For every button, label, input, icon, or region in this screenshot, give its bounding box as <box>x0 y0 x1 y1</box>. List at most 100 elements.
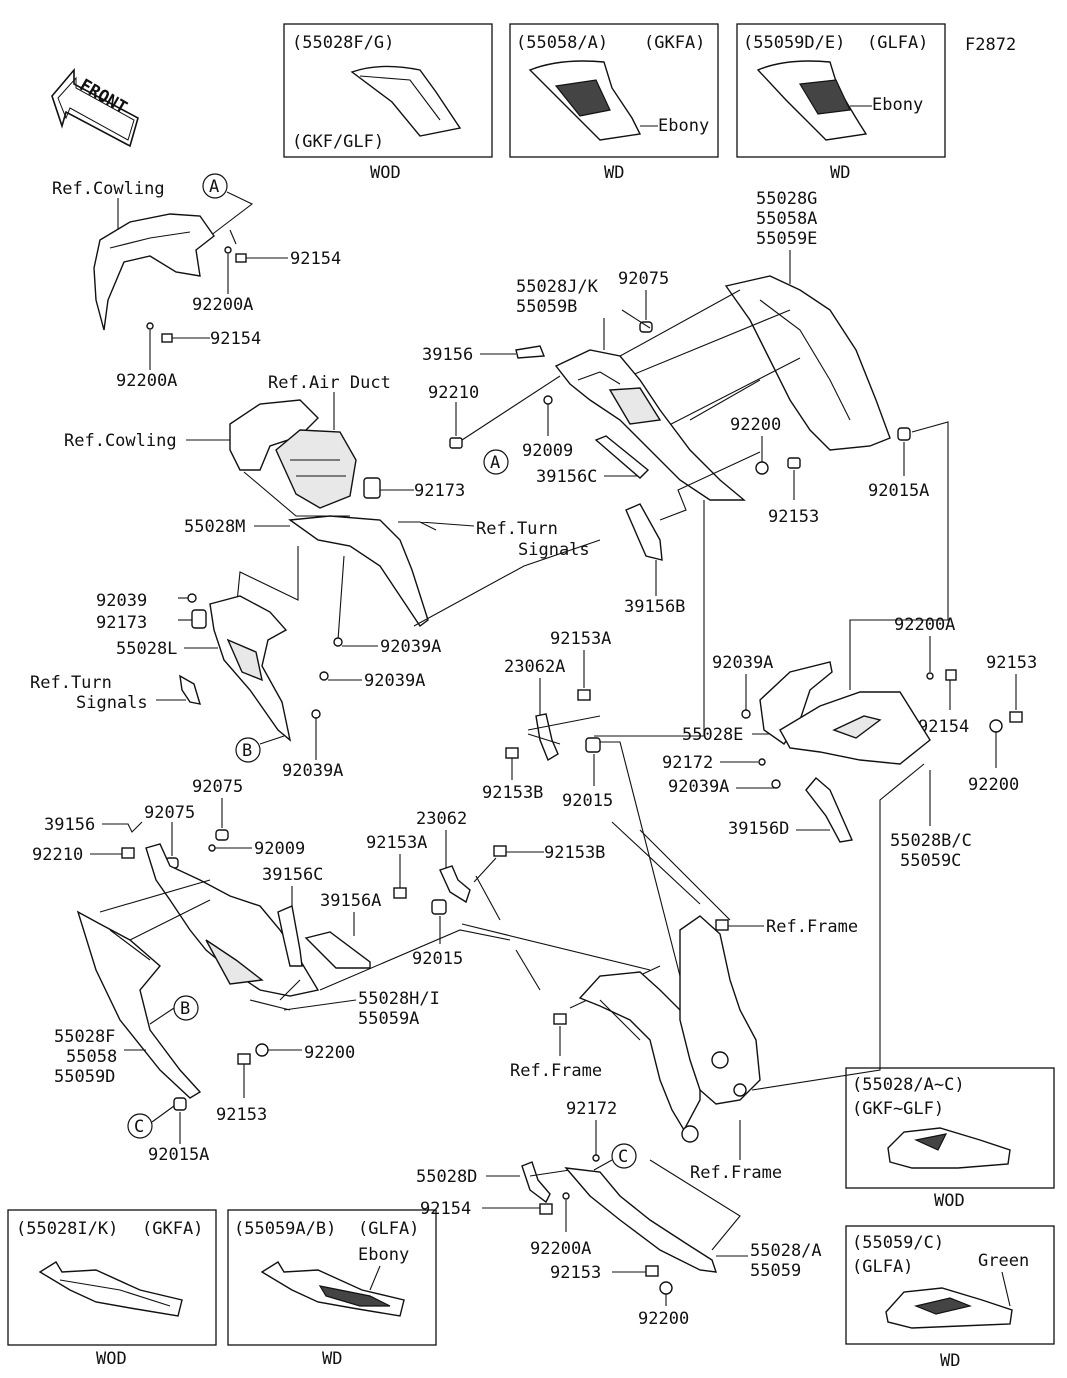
air-duct-assembly: Ref.Air Duct Ref.Cowling 92173 55028M Re… <box>64 373 601 691</box>
variant-code: (55058/A) <box>516 33 608 53</box>
part-label-92015A: 92015A <box>868 481 929 501</box>
figure-code: F2872 <box>965 35 1016 55</box>
part-label-55028HI: 55028H/I <box>358 989 440 1009</box>
variant-box-bot-2: (55059A/B) (GLFA) Ebony WD <box>227 1209 437 1369</box>
part-label-55028D: 55028D <box>416 1167 477 1187</box>
part-label-55058A: 55058A <box>756 209 817 229</box>
lower-center-cowl: 92172 C 55028D 92154 92200A 92153 92200 … <box>416 1099 822 1329</box>
part-label-92173: 92173 <box>96 613 147 633</box>
variant-box-bot-1: (55028I/K) (GKFA) WOD <box>7 1209 217 1369</box>
ref-turn-label: Ref.Turn <box>476 519 558 539</box>
ref-frame-label: Ref.Frame <box>510 1061 602 1081</box>
part-label-55059C: 55059C <box>900 851 961 871</box>
part-label-55028G: 55028G <box>756 189 817 209</box>
side-cover-55028L: 92039 92173 55028L Ref.Turn Signals B 92… <box>30 591 343 781</box>
cowling-bracket-assembly: Ref.Cowling A 92154 92200A 92154 92200A <box>52 173 341 391</box>
part-label-92039A: 92039A <box>282 761 343 781</box>
lower-bracket-assembly: 23062 92153A 92153B 92015 <box>366 809 661 1009</box>
variant-code: (55028I/K) <box>16 1219 118 1239</box>
variant-caption: WD <box>604 163 624 183</box>
variant-caption: WOD <box>370 163 401 183</box>
part-label-92154: 92154 <box>210 329 261 349</box>
variant-color: Green <box>978 1251 1029 1271</box>
part-label-92039A: 92039A <box>364 671 425 691</box>
variant-code: (55028F/G) <box>292 33 394 53</box>
ref-frame-label: Ref.Frame <box>766 917 858 937</box>
variant-model: (GKFA) <box>644 33 705 53</box>
part-label-39156C: 39156C <box>536 467 597 487</box>
callout-circle-a <box>202 173 228 199</box>
part-label-92154: 92154 <box>420 1199 471 1219</box>
ref-turn-label: Ref.Turn <box>30 673 112 693</box>
part-label-92200A: 92200A <box>894 615 955 635</box>
callout-b-label: B <box>180 999 190 1019</box>
frame-assembly: Ref.Frame Ref.Frame Ref.Frame <box>510 915 858 1183</box>
part-label-92154: 92154 <box>290 249 341 269</box>
callout-circle-c <box>127 1113 153 1139</box>
part-label-92009: 92009 <box>254 839 305 859</box>
ref-signals-label: Signals <box>76 693 148 713</box>
part-label-92153: 92153 <box>986 653 1037 673</box>
variant-code: (55059D/E) <box>743 33 845 53</box>
right-side-cowl: 92200A 92153 92039A 92154 55028E 92172 9… <box>662 615 1037 1091</box>
part-label-92172: 92172 <box>662 753 713 773</box>
part-label-92153A: 92153A <box>550 629 611 649</box>
part-label-92015: 92015 <box>412 949 463 969</box>
variant-model: (GKF/GLF) <box>292 132 384 152</box>
callout-circle-b <box>235 737 261 763</box>
ref-cowling-label: Ref.Cowling <box>64 431 177 451</box>
part-label-55028M: 55028M <box>184 517 245 537</box>
part-label-92210: 92210 <box>428 383 479 403</box>
part-label-39156: 39156 <box>44 815 95 835</box>
part-label-92173: 92173 <box>414 481 465 501</box>
part-label-92039A: 92039A <box>712 653 773 673</box>
part-label-92015A: 92015A <box>148 1145 209 1165</box>
part-label-55028F: 55028F <box>54 1027 115 1047</box>
part-label-92075: 92075 <box>618 269 669 289</box>
part-label-92172: 92172 <box>566 1099 617 1119</box>
part-label-39156D: 39156D <box>728 819 789 839</box>
part-label-55059B: 55059B <box>516 297 577 317</box>
part-label-92015: 92015 <box>562 791 613 811</box>
part-label-55028BC: 55028B/C <box>890 831 972 851</box>
variant-caption: WD <box>830 163 850 183</box>
part-label-55059: 55059 <box>750 1261 801 1281</box>
ref-signals-label: Signals <box>518 540 590 560</box>
part-label-92153: 92153 <box>768 507 819 527</box>
part-label-92200A: 92200A <box>192 295 253 315</box>
variant-caption: WOD <box>96 1349 127 1369</box>
variant-model: (GLFA) <box>867 33 928 53</box>
part-label-92200A: 92200A <box>116 371 177 391</box>
callout-circle-a2 <box>483 449 509 475</box>
part-label-55028E: 55028E <box>682 725 743 745</box>
part-label-92039A: 92039A <box>668 777 729 797</box>
variant-box-top-2: (55058/A) (GKFA) Ebony WD <box>509 23 719 183</box>
variant-code: (55059/C) <box>852 1233 944 1253</box>
part-label-92075: 92075 <box>192 777 243 797</box>
part-label-23062: 23062 <box>416 809 467 829</box>
variant-code: (55028/A~C) <box>852 1075 965 1095</box>
part-label-92200: 92200 <box>968 775 1019 795</box>
ref-air-duct-label: Ref.Air Duct <box>268 373 391 393</box>
part-label-55028A: 55028/A <box>750 1241 822 1261</box>
part-label-92153: 92153 <box>216 1105 267 1125</box>
upper-cowl-assembly: 55028G 55058A 55059E 55028J/K 55059B 920… <box>422 189 949 737</box>
part-label-55059E: 55059E <box>756 229 817 249</box>
variant-color: Ebony <box>872 95 923 115</box>
front-arrow-icon: FRONT <box>51 67 139 148</box>
callout-c-label: C <box>618 1147 628 1167</box>
callout-c-label: C <box>134 1117 144 1137</box>
variant-model: (GKF~GLF) <box>852 1099 944 1119</box>
part-label-92153A: 92153A <box>366 833 427 853</box>
variant-caption: WD <box>940 1351 960 1371</box>
part-label-92200: 92200 <box>304 1043 355 1063</box>
part-label-92039: 92039 <box>96 591 147 611</box>
part-label-92200A: 92200A <box>530 1239 591 1259</box>
variant-box-top-3: (55059D/E) (GLFA) Ebony WD <box>736 23 946 183</box>
part-label-39156B: 39156B <box>624 597 685 617</box>
variant-box-right-1: (55028/A~C) (GKF~GLF) WOD <box>845 1067 1055 1211</box>
part-label-39156C: 39156C <box>262 865 323 885</box>
part-label-92153: 92153 <box>550 1263 601 1283</box>
